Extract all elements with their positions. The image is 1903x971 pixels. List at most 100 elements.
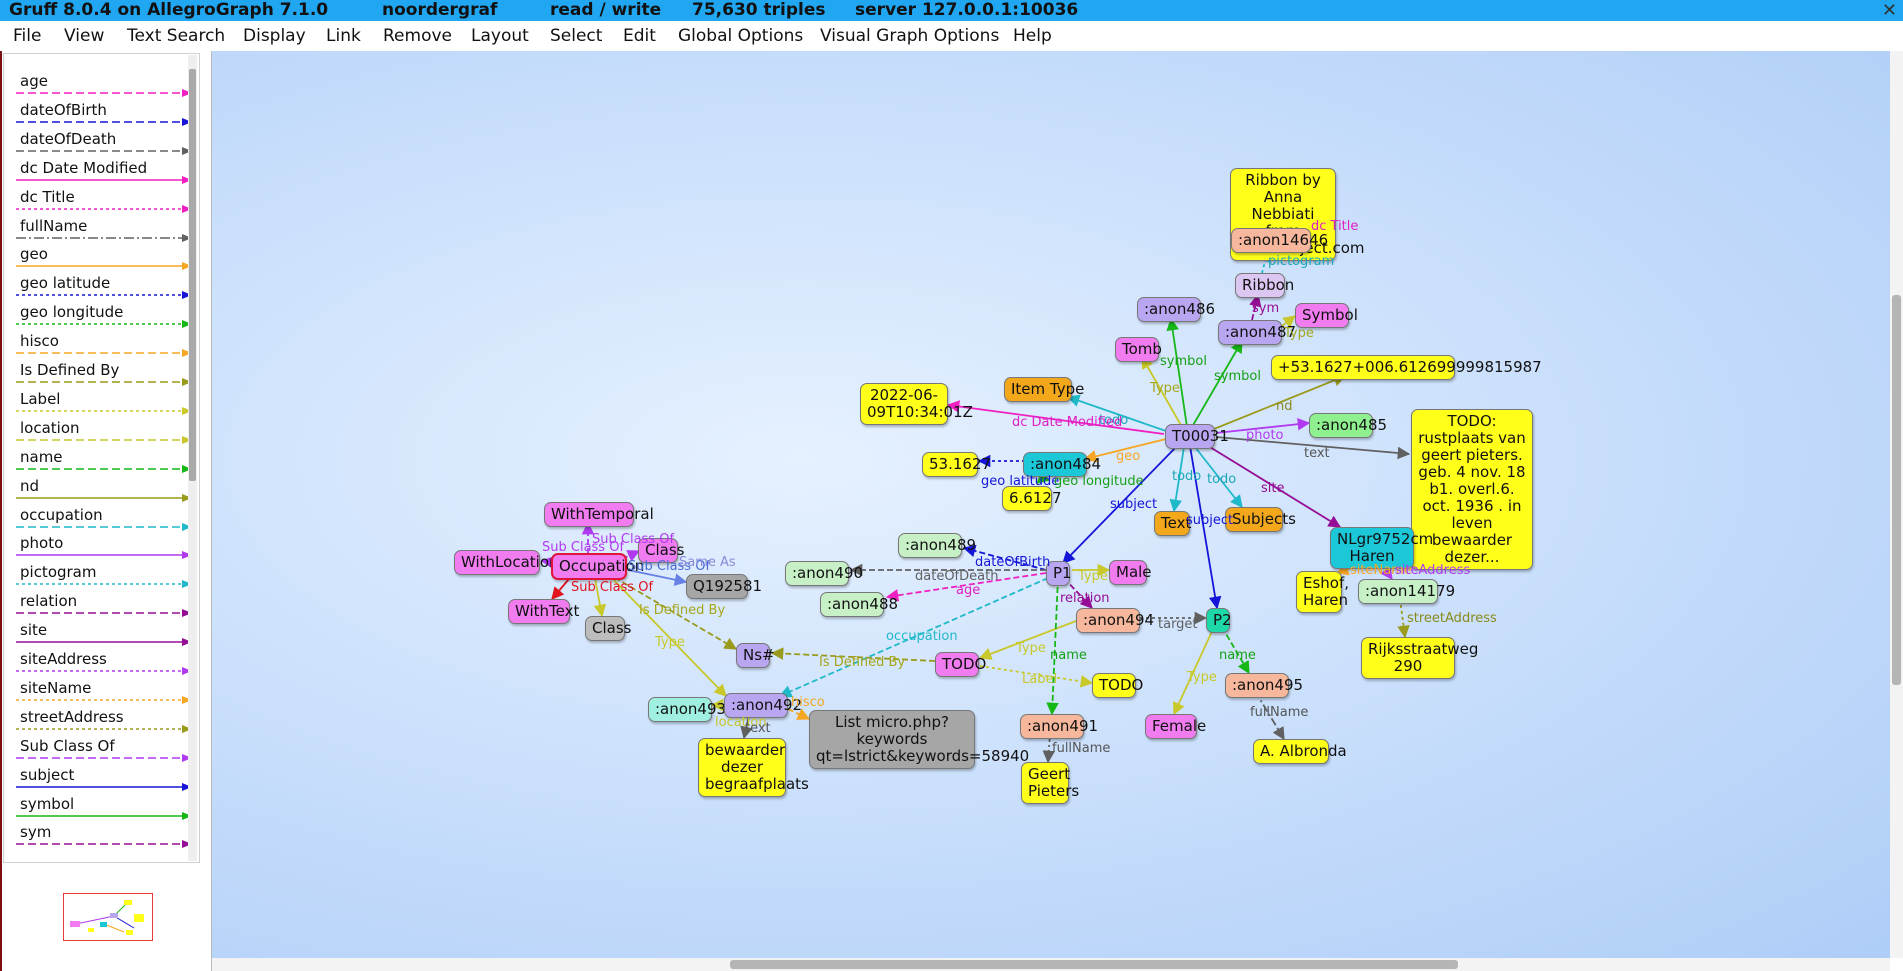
graph-edge[interactable] [606,572,738,650]
graph-node-with-temporal[interactable]: WithTemporal [544,502,654,527]
graph-node-rijks[interactable]: Rijksstraatweg 290 [1361,637,1478,679]
graph-node-anon488[interactable]: :anon488 [820,592,898,617]
graph-edge[interactable] [946,400,1165,435]
graph-edge[interactable] [1191,339,1243,428]
graph-edge[interactable] [1066,394,1167,432]
graph-node-anon486[interactable]: :anon486 [1137,297,1215,322]
legend-item[interactable]: Sub Class Of [16,735,192,764]
graph-node-symbol[interactable]: Symbol [1295,303,1358,328]
graph-edge[interactable] [1254,690,1285,741]
graph-edge[interactable] [1249,293,1262,321]
legend-item[interactable]: siteName [16,677,192,706]
legend-item[interactable]: subject [16,764,192,793]
graph-node-class-bottom[interactable]: Class [585,616,631,641]
graph-node-todo2[interactable]: TODO [1092,673,1143,698]
graph-node-ribbon[interactable]: Ribbon [1235,273,1294,298]
graph-edge[interactable] [1215,436,1411,460]
graph-node-bewaarder[interactable]: bewaarder dezer begraafplaats [698,738,809,797]
graph-edge[interactable] [1083,438,1167,463]
legend-item[interactable]: siteAddress [16,648,192,677]
legend-item[interactable]: dc Title [16,186,192,215]
graph-edge[interactable] [1213,374,1347,430]
graph-edge[interactable] [1166,317,1188,428]
legend-item[interactable]: occupation [16,504,192,533]
graph-edge[interactable] [1046,577,1059,716]
menu-file[interactable]: File [13,26,42,46]
legend-item[interactable]: photo [16,532,192,561]
graph-node-anon491[interactable]: :anon491 [1020,714,1098,739]
menu-edit[interactable]: Edit [623,26,656,46]
legend-item[interactable]: geo [16,243,192,272]
graph-edge[interactable] [627,569,688,586]
graph-node-tomb[interactable]: Tomb [1115,337,1162,362]
graph-edge[interactable] [787,708,811,720]
legend-item[interactable]: nd [16,475,192,504]
graph-node-occupation[interactable]: Occupation [551,553,644,580]
graph-edge[interactable] [540,556,555,569]
legend-item[interactable]: relation [16,590,192,619]
graph-node-item-type[interactable]: Item Type [1004,377,1084,402]
legend-item[interactable]: fullName [16,215,192,244]
graph-edge[interactable] [1173,626,1215,716]
graph-edge[interactable] [1378,560,1393,581]
graph-node-anon492[interactable]: :anon492 [724,693,802,718]
legend-item[interactable]: name [16,446,192,475]
legend-item[interactable]: dc Date Modified [16,157,192,186]
graph-node-anon494[interactable]: :anon494 [1076,608,1154,633]
legend-item[interactable]: geo latitude [16,272,192,301]
graph-node-anon485[interactable]: :anon485 [1309,413,1387,438]
graph-overview-minimap[interactable] [63,893,153,941]
graph-edge[interactable] [962,544,1047,571]
graph-node-male[interactable]: Male [1109,560,1152,585]
graph-node-anon495[interactable]: :anon495 [1225,673,1303,698]
graph-node-lat[interactable]: 53.1627 [922,452,991,477]
graph-edge[interactable] [1397,598,1410,639]
graph-node-list-micro[interactable]: List micro.php?keywords qt=lstrict&keywo… [809,710,1029,769]
graph-node-ns[interactable]: Ns# [736,643,775,668]
graph-edge[interactable] [1204,443,1342,528]
graph-node-t00031[interactable]: T00031 [1165,424,1229,449]
graph-node-subjects[interactable]: Subjects [1225,507,1296,532]
legend-item[interactable]: symbol [16,793,192,822]
legend-item[interactable]: Label [16,388,192,417]
graph-node-anon493[interactable]: :anon493 [648,697,726,722]
legend-item[interactable]: location [16,417,192,446]
legend-item[interactable]: geo longitude [16,301,192,330]
graph-node-albronda[interactable]: A. Albronda [1253,739,1347,764]
menu-help[interactable]: Help [1013,26,1052,46]
graph-edge[interactable] [770,647,936,662]
graph-node-class-top[interactable]: Class [638,538,684,563]
legend-scrollbar-thumb[interactable] [189,69,196,481]
graph-node-anon489[interactable]: :anon489 [898,533,976,558]
graph-node-female[interactable]: Female [1145,714,1206,739]
graph-edge[interactable] [1281,315,1296,328]
legend-item[interactable]: pictogram [16,561,192,590]
graph-node-lon[interactable]: 6.6127 [1002,486,1062,511]
canvas-vertical-scrollbar-thumb[interactable] [1892,295,1901,685]
graph-canvas[interactable]: Ribbon by Anna Nebbiati from NounProject… [212,51,1890,958]
graph-node-nlgr[interactable]: NLgr9752cm Haren [1330,527,1433,569]
graph-edge[interactable] [1062,445,1178,564]
menu-global-options[interactable]: Global Options [678,26,804,46]
graph-edge[interactable] [978,620,1077,660]
graph-node-p1[interactable]: P1 [1046,561,1072,586]
menu-link[interactable]: Link [326,26,361,46]
graph-edge[interactable] [1194,446,1243,508]
graph-node-anon14646[interactable]: :anon14646 [1231,228,1328,253]
graph-node-date[interactable]: 2022-06-09T10:34:01Z [860,383,973,425]
graph-node-with-text[interactable]: WithText [508,599,579,624]
legend-item[interactable]: sym [16,821,192,850]
menu-remove[interactable]: Remove [383,26,452,46]
canvas-horizontal-scrollbar-thumb[interactable] [730,960,1458,969]
menu-view[interactable]: View [64,26,105,46]
legend-item[interactable]: hisco [16,330,192,359]
graph-node-p2[interactable]: P2 [1206,608,1232,633]
graph-node-eshof[interactable]: Eshof, Haren [1296,571,1349,613]
legend-item[interactable]: dateOfBirth [16,99,192,128]
menu-text-search[interactable]: Text Search [127,26,226,46]
graph-edge[interactable] [606,572,727,697]
graph-node-text[interactable]: Text [1154,511,1191,536]
menu-layout[interactable]: Layout [471,26,529,46]
graph-node-q192581[interactable]: Q192581 [686,574,762,599]
graph-edge[interactable] [1063,577,1093,609]
